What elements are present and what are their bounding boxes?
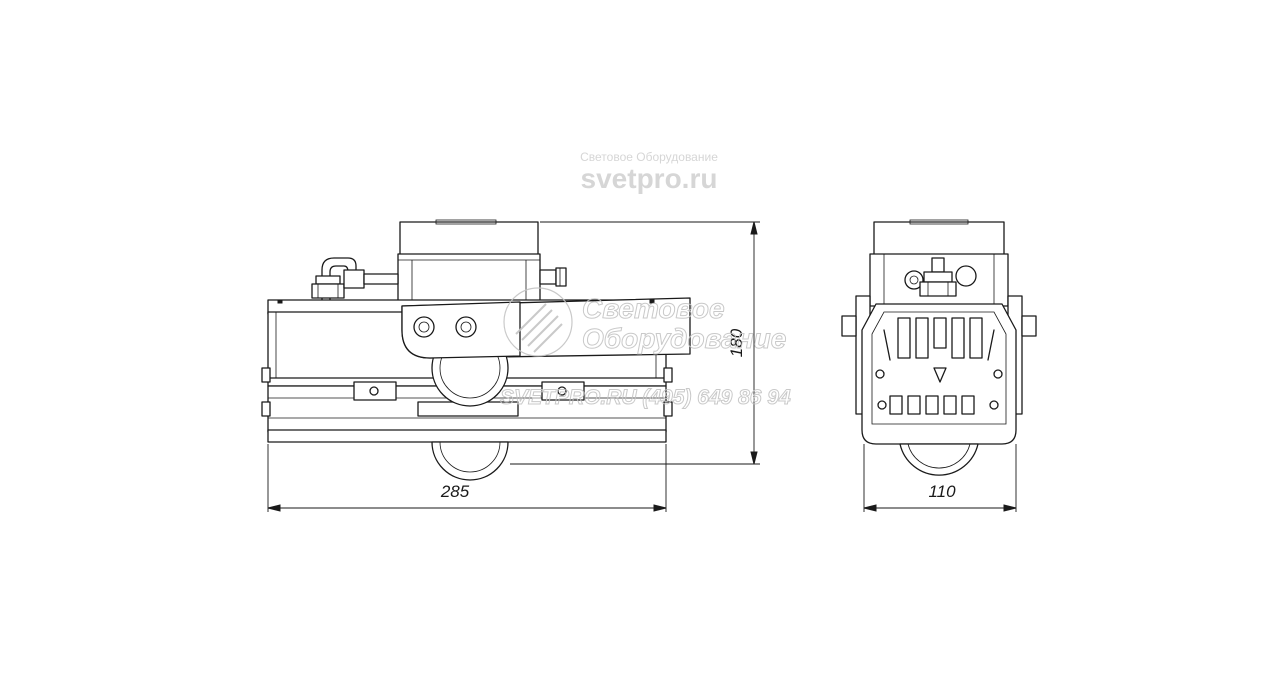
housing-bottom-rail	[267, 429, 667, 443]
dimension-180-label: 180	[727, 328, 746, 357]
heatsink-fins-upper	[897, 317, 983, 359]
dimension-285: 285	[267, 444, 667, 512]
heatsink-fins-lower	[877, 395, 999, 415]
dimension-180: 180	[510, 221, 760, 465]
watermark-site: svetpro.ru	[581, 163, 718, 194]
arm-bolt-1	[413, 316, 435, 338]
top-watermark: Световое Оборудование svetpro.ru	[580, 150, 718, 194]
lower-disc	[431, 441, 509, 481]
driver-box-body	[397, 253, 541, 305]
watermark-overlay-line3: SVETPRO.RU (495) 649 86 94	[500, 386, 791, 409]
dimension-110-label: 110	[928, 482, 956, 501]
front-logo-mark	[933, 367, 947, 383]
rail-bracket-right	[541, 381, 585, 401]
front-bolt-left	[841, 315, 857, 337]
front-box-port	[955, 265, 977, 287]
end-cap-right-lower	[663, 401, 673, 417]
cable-gland-nut	[315, 275, 341, 285]
watermark-company: Световое Оборудование	[580, 150, 718, 164]
rail-bracket-left	[353, 381, 397, 401]
dimension-110: 110	[863, 444, 1017, 512]
front-box-screw	[904, 270, 924, 290]
front-box-lid	[873, 221, 1005, 256]
right-gland	[539, 269, 557, 285]
watermark-overlay-line1: Световое	[582, 293, 725, 324]
arm-bolt-2	[455, 316, 477, 338]
watermark-overlay-line2: Оборудование	[582, 323, 786, 354]
side-view	[261, 219, 691, 481]
cable-connector	[343, 269, 365, 289]
front-gland-nut	[919, 281, 957, 297]
end-cap-left-lower	[261, 401, 271, 417]
dimension-285-label: 285	[440, 482, 470, 501]
end-cap-right-upper	[663, 367, 673, 383]
overlay-watermark: Световое Оборудование SVETPRO.RU (495) 6…	[500, 287, 791, 410]
front-bolt-right	[1021, 315, 1037, 337]
cable-gland-base	[311, 283, 345, 299]
end-cap-left-upper	[261, 367, 271, 383]
front-lower-disc	[899, 443, 979, 476]
front-view	[841, 219, 1037, 476]
watermark-logo-circle	[503, 287, 573, 357]
cable-elbow	[321, 257, 357, 301]
driver-box-lid	[399, 221, 539, 256]
driver-box-lid-cap	[435, 219, 497, 225]
watermark-logo-stripes	[515, 303, 563, 353]
front-gland-stem	[931, 257, 945, 273]
